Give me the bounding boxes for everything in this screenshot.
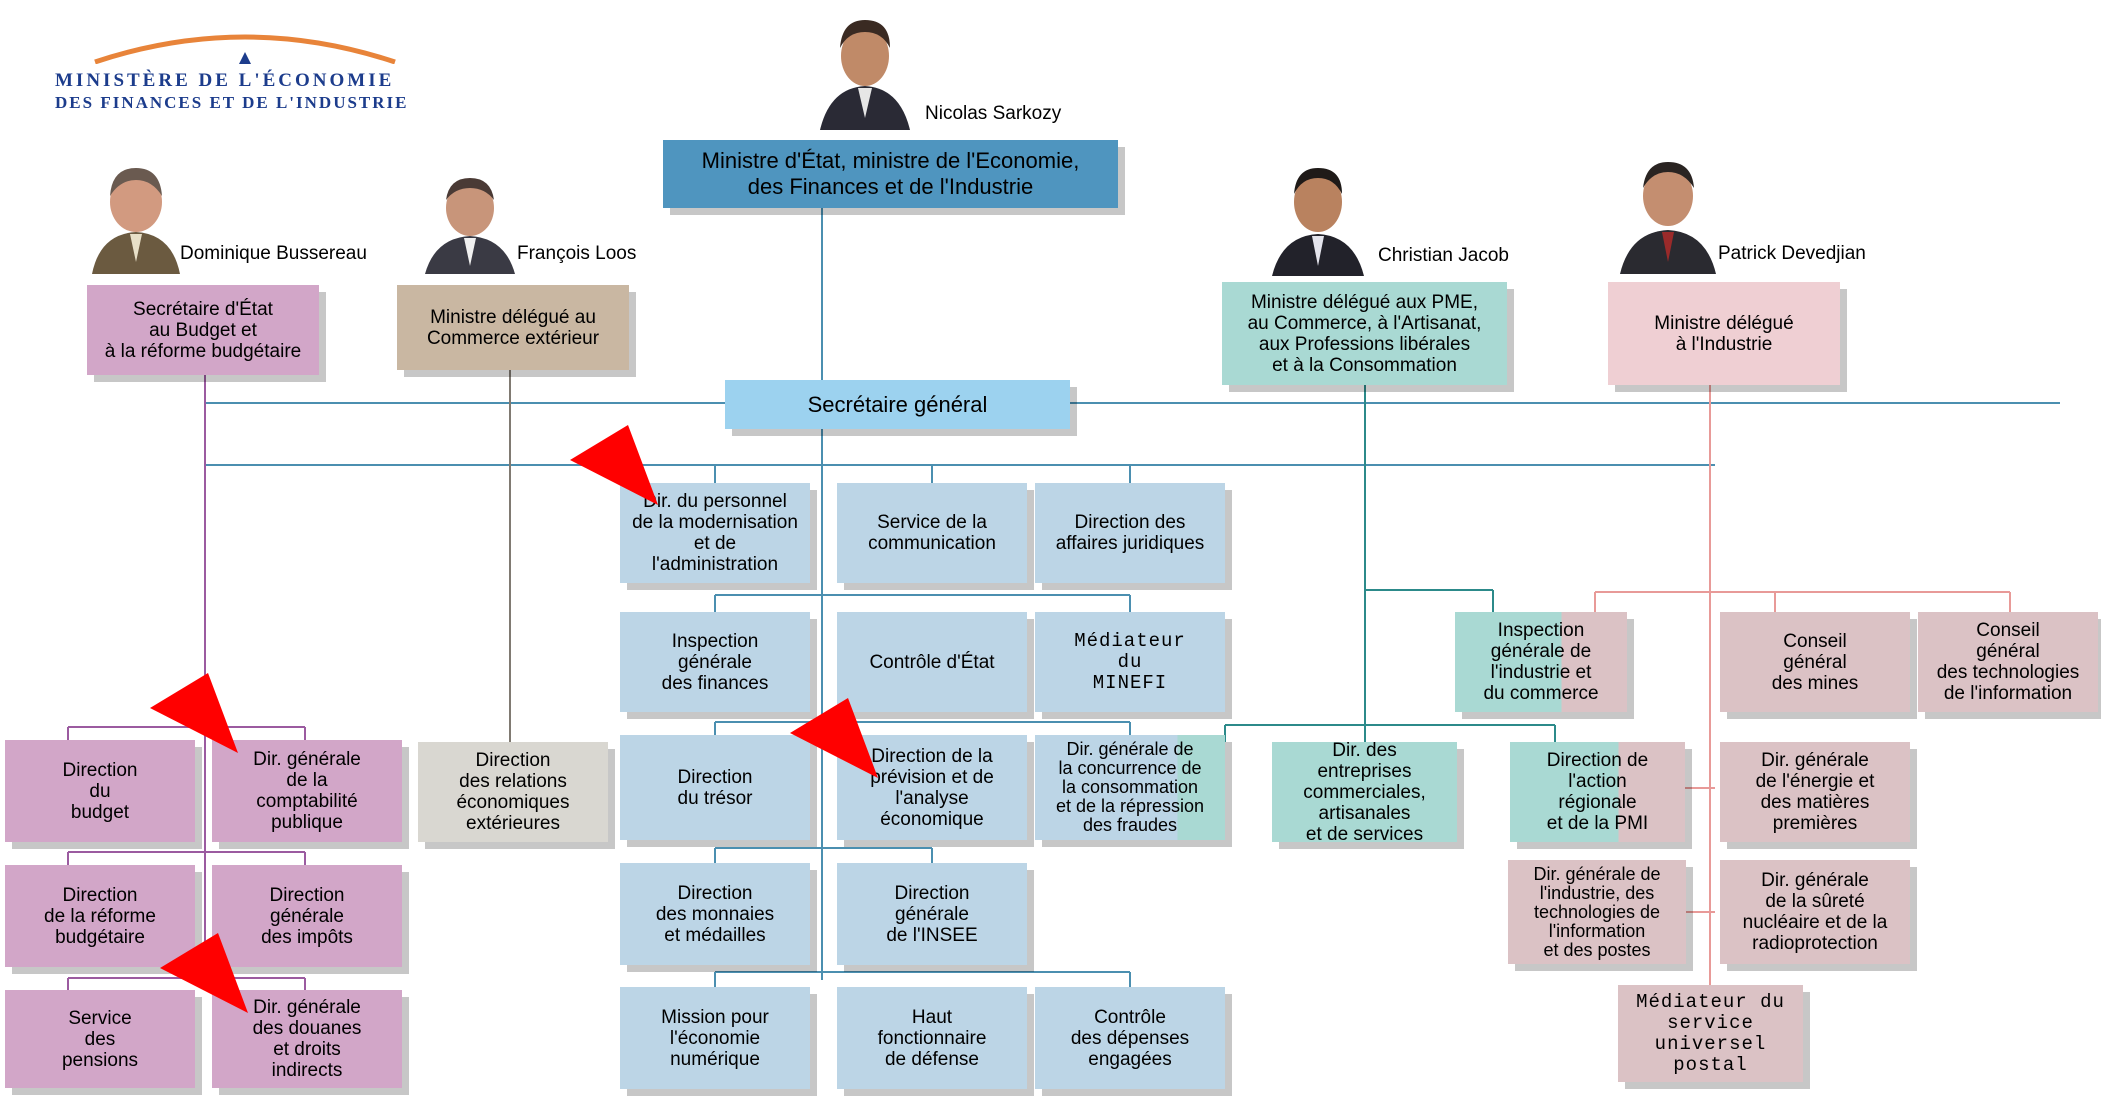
arrow-marker-icon [790, 698, 878, 778]
person-name-loos: François Loos [517, 243, 637, 264]
person-name-sarkozy: Nicolas Sarkozy [925, 103, 1062, 124]
box-controle-etat: Contrôle d'État [837, 612, 1027, 712]
box-entreprises: Dir. des entreprises commerciales, artis… [1272, 740, 1457, 845]
box-controle-depenses: Contrôle des dépenses engagées [1035, 987, 1225, 1089]
box-industrie-postes: Dir. générale de l'industrie, des techno… [1508, 860, 1686, 964]
box-pensions: Service des pensions [5, 990, 195, 1088]
box-direction-budget: Direction du budget [5, 740, 195, 842]
portrait-bussereau-icon [92, 168, 180, 274]
box-secretaire-general: Secrétaire général [725, 380, 1070, 429]
box-service-communication: Service de la communication [837, 483, 1027, 583]
box-insee: Direction générale de l'INSEE [837, 863, 1027, 965]
box-conseil-mines: Conseil général des mines [1720, 612, 1910, 712]
industrie-connectors [1594, 385, 2011, 985]
box-haut-fonctionnaire: Haut fonctionnaire de défense [837, 987, 1027, 1089]
box-reforme-budgetaire: Direction de la réforme budgétaire [5, 865, 195, 967]
box-pme-minister: Ministre délégué aux PME, au Commerce, à… [1222, 282, 1507, 385]
logo-arc-icon [94, 34, 396, 64]
box-action-regionale: Direction de l'action régionale et de la… [1510, 742, 1685, 842]
arrow-marker-icon [160, 933, 248, 1013]
portrait-loos-icon [425, 178, 515, 274]
box-minister: Ministre d'État, ministre de l'Economie,… [663, 140, 1118, 208]
box-comptabilite-publique: Dir. générale de la comptabilité publiqu… [212, 740, 402, 842]
portrait-devedjian-icon [1620, 162, 1716, 274]
logo-title-line1: MINISTÈRE DE L'ÉCONOMIE [55, 70, 395, 91]
central-connectors [205, 208, 2060, 987]
person-name-jacob: Christian Jacob [1378, 245, 1509, 266]
arrow-marker-icon [150, 673, 238, 753]
box-budget-secretary: Secrétaire d'État au Budget et à la réfo… [87, 285, 319, 375]
box-mediateur-postal: Médiateur du service universel postal [1618, 985, 1803, 1082]
box-energie: Dir. générale de l'énergie et des matièr… [1720, 742, 1910, 842]
pme-connectors [1224, 385, 1556, 742]
box-commerce-exterieur: Ministre délégué au Commerce extérieur [397, 285, 629, 370]
box-relations-economiques: Direction des relations économiques exté… [418, 742, 608, 842]
arrow-marker-icon [570, 425, 658, 505]
box-mission-numerique: Mission pour l'économie numérique [620, 987, 810, 1089]
box-conseil-technologies: Conseil général des technologies de l'in… [1918, 612, 2098, 712]
person-name-bussereau: Dominique Bussereau [180, 243, 367, 264]
box-inspection-finances: Inspection générale des finances [620, 612, 810, 712]
box-inspection-industrie: Inspection générale de l'industrie et du… [1455, 612, 1627, 712]
box-direction-tresor: Direction du trésor [620, 735, 810, 840]
box-prevision: Direction de la prévision et de l'analys… [837, 735, 1027, 840]
logo-title-line2: DES FINANCES ET DE L'INDUSTRIE [55, 93, 409, 112]
box-concurrence: Dir. générale de la concurrence de la co… [1035, 735, 1225, 840]
box-impots: Direction générale des impôts [212, 865, 402, 967]
box-industrie-minister: Ministre délégué à l'Industrie [1608, 282, 1840, 385]
person-name-devedjian: Patrick Devedjian [1718, 243, 1866, 264]
portrait-jacob-icon [1272, 168, 1364, 276]
box-affaires-juridiques: Direction des affaires juridiques [1035, 483, 1225, 583]
portrait-sarkozy-icon [820, 20, 910, 130]
box-mediateur-minefi: Médiateur du MINEFI [1035, 612, 1225, 712]
box-surete-nucleaire: Dir. générale de la sûreté nucléaire et … [1720, 860, 1910, 964]
box-monnaies: Direction des monnaies et médailles [620, 863, 810, 965]
